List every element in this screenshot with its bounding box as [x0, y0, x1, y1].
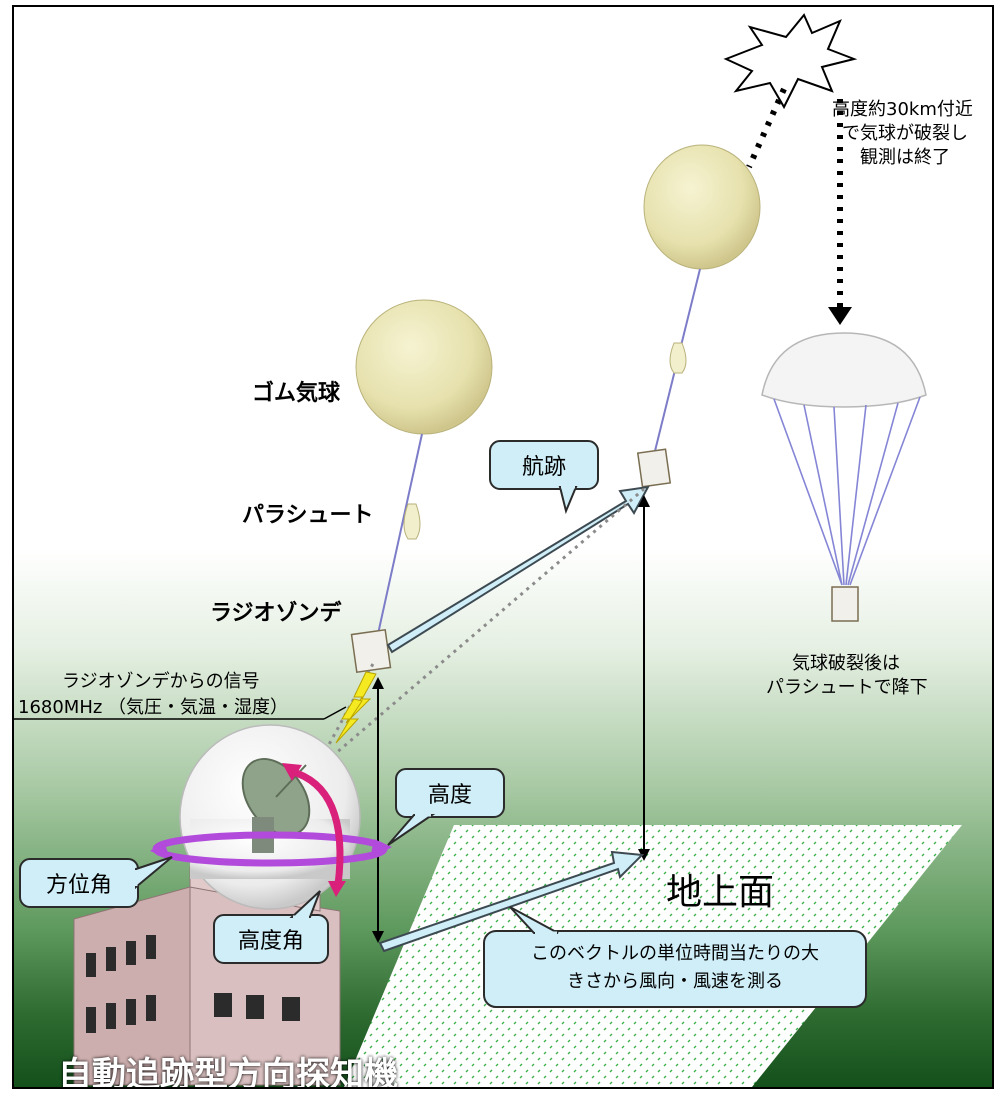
wind-vector-arrow — [378, 850, 645, 953]
burst-label-line1: 高度約30km付近 — [832, 99, 973, 120]
diagram-canvas: ゴム気球 パラシュート ラジオゾンデ ラジオゾンデからの信号 1680MHz （… — [12, 5, 994, 1089]
radiosonde-label: ラジオゾンデ — [210, 601, 342, 626]
vector-callout-line1: このベクトルの単位時間当たりの大 — [531, 943, 819, 964]
descent-label-line1: 気球破裂後は — [792, 653, 900, 674]
callout-azimuth — [19, 856, 173, 908]
parachute-label: パラシュート — [242, 503, 374, 528]
descent-arrowhead-icon — [828, 307, 852, 325]
altitude-callout-text: 高度 — [427, 783, 472, 808]
vector-callout-line2: きさから風向・風速を測る — [567, 971, 783, 992]
rubber-balloon-label: ゴム気球 — [252, 381, 341, 406]
burst-star-icon — [723, 13, 858, 110]
descent-label-line2: パラシュートで降下 — [766, 677, 928, 698]
diagram-graphics — [14, 13, 962, 1087]
rubber-balloon-right — [643, 144, 761, 270]
callout-altitude — [387, 768, 505, 846]
callout-vector — [483, 906, 867, 1008]
rubber-balloon-left — [355, 299, 493, 435]
parachute-folded-left — [403, 503, 421, 540]
burst-label-line3: 観測は終了 — [860, 147, 950, 168]
radiosonde-left — [350, 628, 392, 674]
building-caption: 自動追跡型方向探知機 — [58, 1055, 398, 1089]
burst-label-line2: で気球が破裂し — [842, 123, 968, 144]
callout-elevation — [213, 890, 329, 964]
signal-label-line1: ラジオゾンデからの信号 — [62, 671, 260, 692]
radiosonde-descending — [831, 586, 859, 622]
track-callout-text: 航跡 — [521, 455, 566, 480]
ground-surface-label: 地上面 — [666, 872, 775, 913]
track-arrow — [386, 485, 650, 654]
burst-dotted-line — [746, 87, 787, 169]
radiosonde-right — [636, 448, 672, 488]
line-of-sight-dotted — [313, 487, 645, 774]
signal-lightning-icon — [345, 671, 377, 724]
elevation-callout-text: 高度角 — [237, 929, 304, 954]
callout-track — [489, 440, 599, 515]
descent-parachute — [761, 332, 927, 408]
azimuth-callout-text: 方位角 — [45, 873, 112, 898]
elevation-arrow — [289, 767, 344, 886]
signal-label-line2: 1680MHz （気圧・気温・湿度） — [18, 697, 289, 718]
parachute-folded-right — [669, 342, 687, 374]
